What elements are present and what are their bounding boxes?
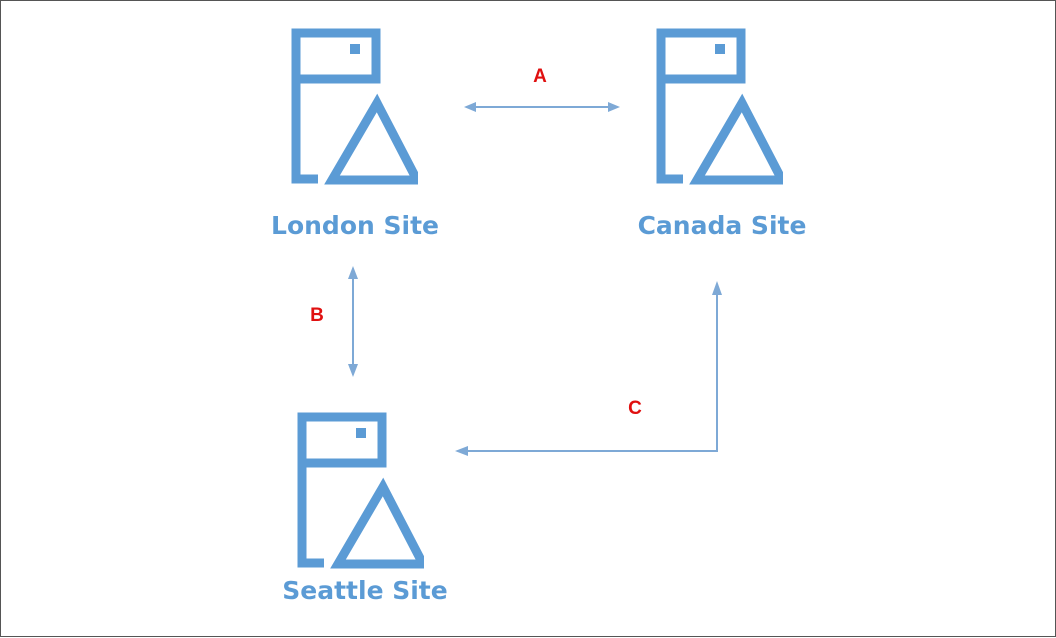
- connection-b-label: B: [310, 305, 324, 326]
- canada-site-label: Canada Site: [637, 211, 807, 240]
- london-site-label: London Site: [271, 211, 439, 240]
- connector-b-arrow: [348, 266, 358, 377]
- connector-c-arrow: [455, 281, 722, 456]
- connector-a-arrow: [464, 102, 620, 112]
- connection-c-label: C: [628, 398, 642, 419]
- seattle-site-server-icon: [302, 417, 423, 564]
- canada-site-server-icon: [661, 33, 782, 180]
- london-site-server-icon: [296, 33, 417, 180]
- connection-a-label: A: [533, 66, 547, 87]
- seattle-site-label: Seattle Site: [282, 576, 448, 605]
